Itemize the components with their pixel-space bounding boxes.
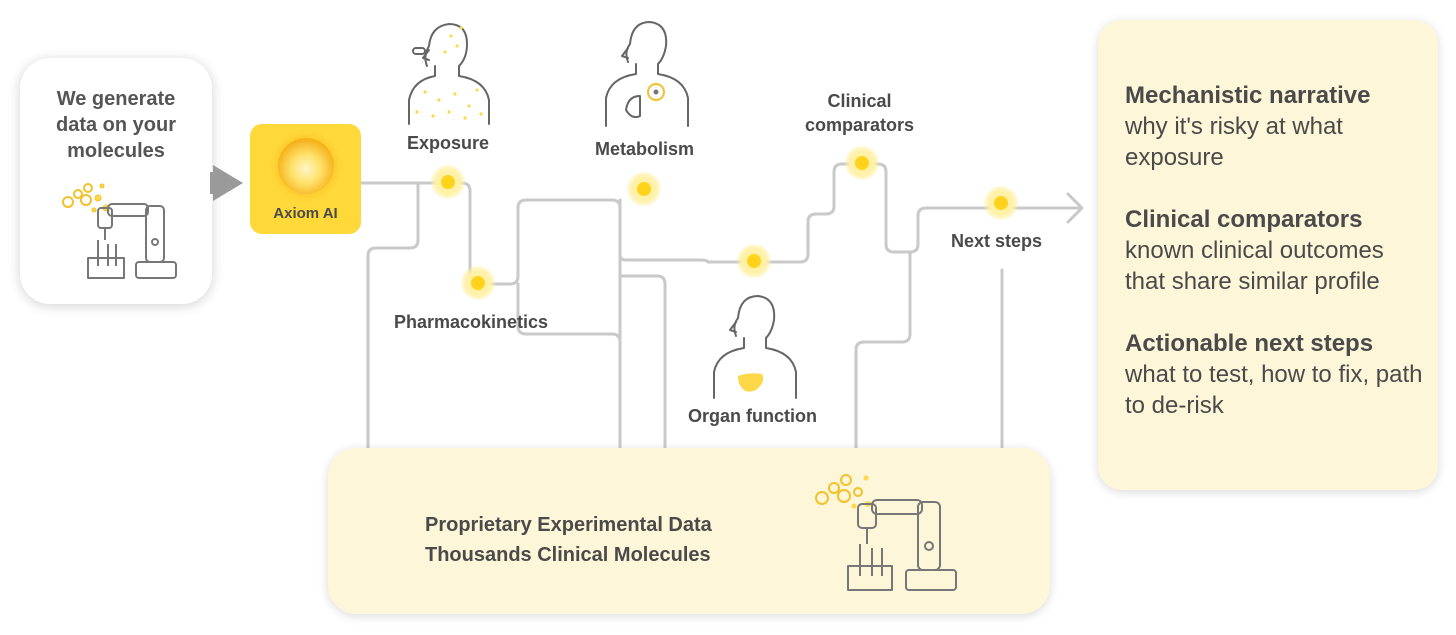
output-heading: Clinical comparators xyxy=(1125,206,1363,233)
clinical-label-line-1: Clinical xyxy=(827,91,892,111)
metabolism-label: Metabolism xyxy=(595,139,695,159)
axiom-label: Axiom AI xyxy=(273,205,338,222)
output-section: Actionable next steps what to test, how … xyxy=(1125,328,1425,421)
flow-path xyxy=(359,162,1084,286)
clinical-node-dot xyxy=(845,146,879,180)
next-steps-node-dot xyxy=(984,186,1018,220)
output-body: why it's risky at what exposure xyxy=(1125,113,1343,171)
organ-figure-icon xyxy=(713,295,797,399)
output-body: what to test, how to fix, path to de-ris… xyxy=(1125,361,1423,419)
input-line-2: data on your xyxy=(55,114,176,136)
exposure-node-dot xyxy=(431,165,465,199)
database-line-2: Thousands Clinical Molecules xyxy=(425,544,711,566)
input-card-title: We generate data on your molecules xyxy=(20,86,212,164)
organ-function-label: Organ function xyxy=(688,406,817,426)
clinical-label-line-2: comparators xyxy=(805,115,915,135)
exposure-figure-icon xyxy=(408,23,490,125)
lab-robot-icon xyxy=(815,474,957,591)
exposure-label: Exposure xyxy=(407,133,490,153)
input-line-3: molecules xyxy=(67,140,165,162)
pharmacokinetics-node-dot xyxy=(461,266,495,300)
ai-orb-icon xyxy=(278,138,334,194)
flow-arrowhead xyxy=(1066,192,1084,224)
output-body: known clinical outcomes that share simil… xyxy=(1125,237,1384,295)
input-arrow-icon xyxy=(213,165,243,201)
clinical-comparators-label: Clinical comparators xyxy=(805,89,914,137)
output-section: Mechanistic narrative why it's risky at … xyxy=(1125,80,1425,173)
lab-robot-icon xyxy=(62,183,177,279)
output-heading: Actionable next steps xyxy=(1125,330,1374,357)
database-line-1: Proprietary Experimental Data xyxy=(425,514,712,536)
pharmacokinetics-label: Pharmacokinetics xyxy=(394,312,549,332)
metabolism-figure-icon xyxy=(605,21,689,127)
database-box: Proprietary Experimental Data Thousands … xyxy=(328,448,1050,614)
output-heading: Mechanistic narrative xyxy=(1125,82,1371,109)
outputs-panel: Mechanistic narrative why it's risky at … xyxy=(1098,20,1438,490)
organ-function-node-dot xyxy=(737,244,771,278)
input-card: We generate data on your molecules xyxy=(20,58,212,304)
input-line-1: We generate xyxy=(56,88,176,110)
database-text: Proprietary Experimental Data Thousands … xyxy=(425,510,712,570)
axiom-ai-box: Axiom AI xyxy=(250,124,361,234)
next-steps-label: Next steps xyxy=(951,231,1043,251)
output-section: Clinical comparators known clinical outc… xyxy=(1125,204,1425,297)
metabolism-node-dot xyxy=(627,172,661,206)
